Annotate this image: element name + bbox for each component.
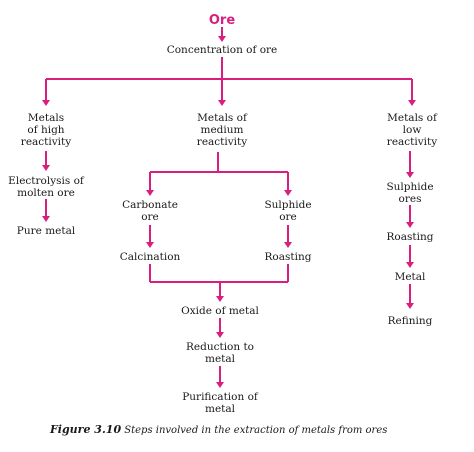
arrowhead [218, 36, 226, 42]
node-pure-metal: Pure metal [17, 225, 76, 237]
node-medium-reactivity-line2: medium [201, 124, 244, 136]
node-sulphide-ores-line1: Sulphide [386, 181, 433, 193]
extraction-flowchart: Ore Concentration of ore Metals of high … [8, 13, 438, 415]
node-electrolysis-line2: molten ore [17, 187, 75, 199]
node-medium-reactivity-line1: Metals of [197, 112, 248, 124]
node-oxide-of-metal: Oxide of metal [181, 305, 259, 317]
arrowhead [146, 242, 154, 248]
node-metal: Metal [395, 271, 426, 283]
arrowhead [218, 100, 226, 106]
node-roasting-low: Roasting [387, 231, 434, 243]
node-sulphide-ore-line2: ore [279, 211, 297, 223]
arrowhead [406, 172, 414, 178]
figure-caption-label: Figure 3.10 [50, 423, 122, 436]
arrowhead [42, 165, 50, 171]
arrowhead [216, 332, 224, 338]
node-low-reactivity-line2: low [403, 124, 422, 136]
node-roasting-medium: Roasting [265, 251, 312, 263]
node-sulphide-ore-line1: Sulphide [264, 199, 311, 211]
arrowhead [216, 296, 224, 302]
figure-caption-text: Steps involved in the extraction of meta… [121, 425, 388, 436]
node-low-reactivity-line1: Metals of [387, 112, 438, 124]
arrowheads [42, 36, 416, 388]
arrowhead [146, 190, 154, 196]
node-high-reactivity-line2: of high [27, 124, 64, 136]
node-high-reactivity-line3: reactivity [21, 136, 71, 148]
node-refining: Refining [388, 315, 433, 327]
node-reduction-line2: metal [205, 353, 236, 365]
node-sulphide-ores-line2: ores [399, 193, 422, 205]
node-concentration: Concentration of ore [167, 44, 278, 56]
node-high-reactivity-line1: Metals [28, 112, 64, 124]
arrowhead [284, 242, 292, 248]
arrowhead [408, 100, 416, 106]
node-calcination: Calcination [120, 251, 181, 263]
node-purification-line1: Purification of [182, 391, 259, 403]
arrowhead [284, 190, 292, 196]
arrowhead [42, 216, 50, 222]
node-electrolysis-line1: Electrolysis of [8, 175, 85, 187]
node-carbonate-ore-line1: Carbonate [122, 199, 178, 211]
node-reduction-line1: Reduction to [186, 341, 254, 353]
node-ore: Ore [209, 13, 235, 28]
arrowhead [406, 303, 414, 309]
arrowhead [42, 100, 50, 106]
node-purification-line2: metal [205, 403, 236, 415]
figure-caption: Figure 3.10 Steps involved in the extrac… [50, 423, 387, 436]
arrowhead [406, 262, 414, 268]
node-low-reactivity-line3: reactivity [387, 136, 437, 148]
node-medium-reactivity-line3: reactivity [197, 136, 247, 148]
node-carbonate-ore-line2: ore [141, 211, 159, 223]
arrowhead [216, 382, 224, 388]
arrowhead [406, 222, 414, 228]
connectors [45, 27, 413, 382]
